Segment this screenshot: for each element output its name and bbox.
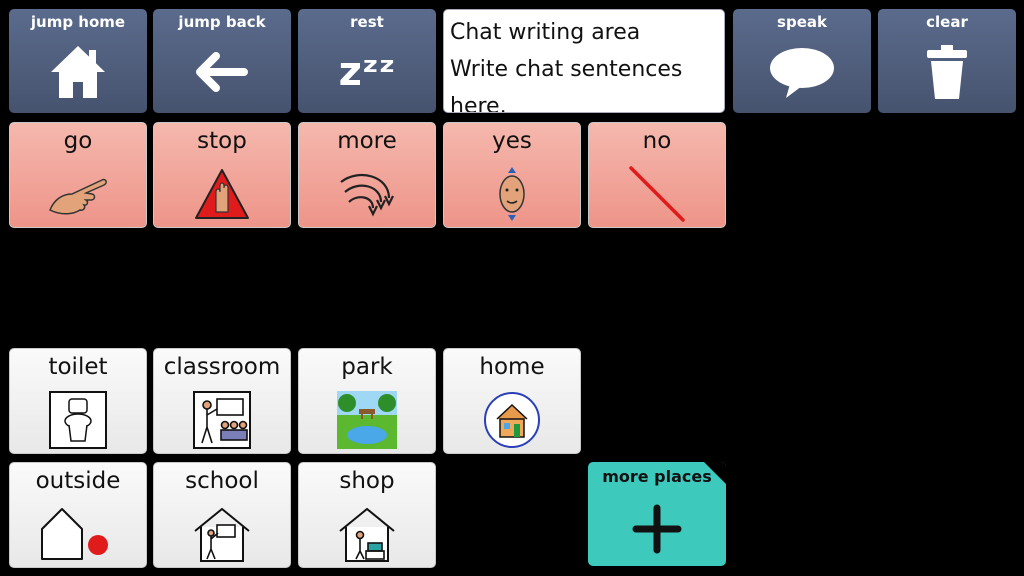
- chat-line-2: Write chat sentences: [450, 57, 683, 82]
- swirl-arrows-icon: [299, 165, 435, 223]
- more-button[interactable]: more: [298, 122, 436, 228]
- park-icon: [299, 391, 435, 449]
- speak-label: speak: [777, 13, 827, 31]
- arrow-left-icon: [153, 43, 291, 101]
- speak-button[interactable]: speak: [733, 9, 871, 113]
- pointing-hand-icon: [10, 165, 146, 223]
- go-button[interactable]: go: [9, 122, 147, 228]
- home-label: home: [479, 354, 545, 380]
- outside-house-icon: [10, 505, 146, 563]
- more-places-label: more places: [602, 467, 712, 486]
- zzz-icon: zᶻᶻ: [298, 43, 436, 101]
- shop-label: shop: [339, 468, 395, 494]
- toilet-button[interactable]: toilet: [9, 348, 147, 454]
- yes-button[interactable]: yes: [443, 122, 581, 228]
- outside-label: outside: [35, 468, 121, 494]
- more-places-button[interactable]: more places: [588, 462, 726, 566]
- trash-icon: [878, 43, 1016, 101]
- home-icon: [9, 43, 147, 101]
- jump-home-button[interactable]: jump home: [9, 9, 147, 113]
- jump-back-label: jump back: [178, 13, 266, 31]
- park-button[interactable]: park: [298, 348, 436, 454]
- house-icon: [444, 391, 580, 449]
- park-label: park: [341, 354, 393, 380]
- school-icon: [154, 505, 290, 563]
- school-label: school: [185, 468, 259, 494]
- clear-label: clear: [926, 13, 968, 31]
- jump-back-button[interactable]: jump back: [153, 9, 291, 113]
- shop-button[interactable]: shop: [298, 462, 436, 568]
- zzz-glyph: zᶻᶻ: [338, 49, 396, 95]
- classroom-label: classroom: [163, 354, 281, 380]
- yes-label: yes: [492, 128, 532, 154]
- shop-icon: [299, 505, 435, 563]
- classroom-button[interactable]: classroom: [153, 348, 291, 454]
- toilet-label: toilet: [48, 354, 108, 380]
- plus-icon: [632, 504, 682, 554]
- outside-button[interactable]: outside: [9, 462, 147, 568]
- toilet-icon: [10, 391, 146, 449]
- classroom-icon: [154, 391, 290, 449]
- more-label: more: [337, 128, 397, 154]
- chat-line-1: Chat writing area: [450, 20, 641, 45]
- no-label: no: [642, 128, 672, 154]
- jump-home-label: jump home: [30, 13, 126, 31]
- chat-line-3: here.: [450, 94, 507, 113]
- stop-label: stop: [197, 128, 247, 154]
- clear-button[interactable]: clear: [878, 9, 1016, 113]
- rest-label: rest: [350, 13, 384, 31]
- slash-icon: [589, 165, 725, 223]
- stop-sign-icon: [154, 165, 290, 223]
- go-label: go: [63, 128, 93, 154]
- no-button[interactable]: no: [588, 122, 726, 228]
- home-button[interactable]: home: [443, 348, 581, 454]
- folder-corner: [704, 462, 726, 484]
- stop-button[interactable]: stop: [153, 122, 291, 228]
- school-button[interactable]: school: [153, 462, 291, 568]
- nodding-face-icon: [444, 165, 580, 223]
- chat-writing-area[interactable]: Chat writing area Write chat sentences h…: [443, 9, 725, 113]
- speech-bubble-icon: [733, 43, 871, 101]
- rest-button[interactable]: rest zᶻᶻ: [298, 9, 436, 113]
